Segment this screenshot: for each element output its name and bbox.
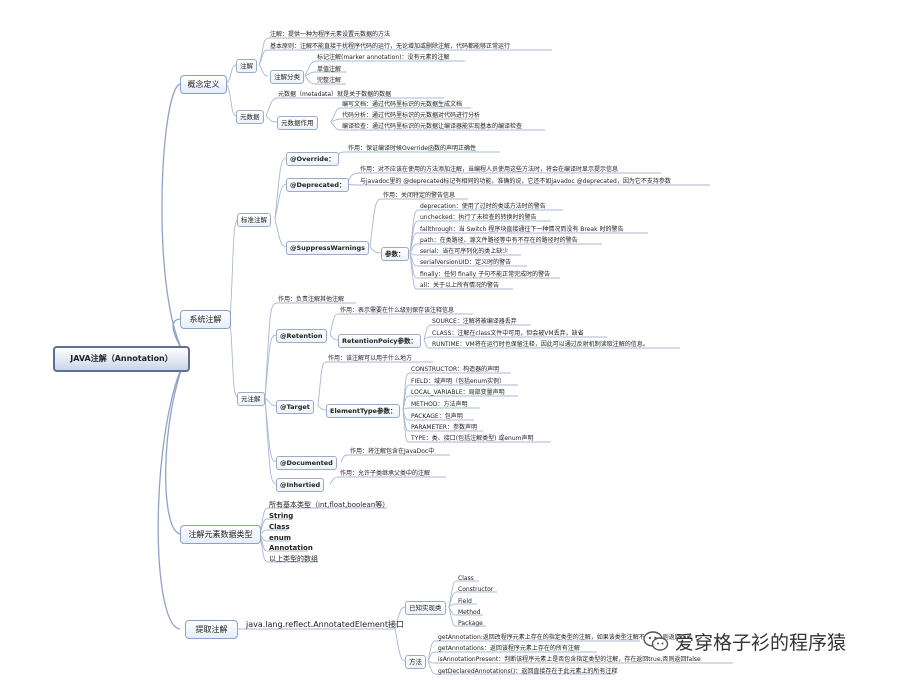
impl-item-4: Method	[458, 609, 481, 616]
annotation-item-1: 注解：提供一种为程序元素设置元数据的方法	[270, 31, 391, 38]
element-type-5: Annotation	[269, 544, 313, 552]
override-desc: 作用：保证编译时候Override函数的声明正确性	[348, 145, 476, 152]
element-type-6: 以上类型的数组	[269, 555, 318, 563]
deprecated-desc-1: 作用：对不应该在使用的方法添加注解，当编程人员使用这些方法时，将会在编译时显示提…	[360, 166, 619, 173]
node-annotation: 注解	[236, 59, 257, 73]
watermark-text: 爱穿格子衫的程序猿	[675, 631, 847, 654]
role-item-2: 代码分析：通过代码里标识的元数据对代码进行分析	[342, 112, 481, 119]
suppress-param-1: deprecation：使用了过时的类或方法时的警告	[420, 203, 546, 210]
node-target: @Target	[276, 400, 314, 414]
impl-item-5: Package	[458, 620, 483, 627]
target-item-7: TYPE：类、接口(包括注解类型) 或enum声明	[411, 435, 534, 442]
retention-item-2: CLASS：注解在class文件中可用，但会被VM丢弃，缺省	[432, 330, 584, 337]
method-item-3: isAnnotationPresent：判断该程序元素上是否包含指定类型的注解，…	[438, 656, 701, 663]
element-type-1: 所有基本类型（int,float,boolean等）	[269, 501, 390, 509]
suppress-param-5: serial：当在可序列化的类上缺少	[420, 248, 509, 255]
node-override: @Override：	[286, 152, 339, 166]
deprecated-desc-2: 与javadoc里的 @deprecated标记有相同的功能，准确的说，它还不如…	[360, 178, 671, 185]
target-item-2: FIELD：域声明（包括enum实例）	[411, 378, 506, 385]
annotation-item-2: 基本原则：注解不能直接干扰程序代码的运行，无论增加或删除注解，代码都能够正常运行	[270, 43, 511, 50]
node-suppress-params: 参数：	[381, 247, 409, 261]
node-retention-policy: RetentionPoicy参数：	[338, 334, 422, 348]
classify-item-1: 标记注解(marker annotation)：没有元素的注解	[317, 54, 450, 61]
role-item-3: 编译检查：通过代码里标识的元数据让编译器能实现基本的编译检查	[342, 123, 523, 130]
element-type-2: String	[269, 512, 294, 520]
impl-item-3: Field	[458, 598, 472, 605]
role-item-1: 编写文档：通过代码里标识的元数据生成文档	[342, 101, 463, 108]
classify-item-3: 完整注解	[317, 77, 342, 84]
impl-item-1: Class	[458, 575, 474, 582]
node-annotation-classify: 注解分类	[270, 70, 304, 84]
node-methods: 方法	[405, 655, 426, 669]
retention-item-1: SOURCE：注解将被编译器丢弃	[432, 318, 517, 325]
retention-item-3: RUNTIME：VM将在运行时也保留注释，因此可以通过反射机制读取注解的信息。	[432, 341, 649, 348]
node-metadata: 元数据	[236, 110, 264, 124]
documented-desc: 作用：将注解包含在JavaDoc中	[350, 448, 435, 455]
suppress-param-3: fallthrough：当 Switch 程序块直接通往下一种情况而没有 Bre…	[420, 226, 624, 233]
suppress-param-6: serialVersionUID：定义时的警告	[420, 259, 512, 266]
target-desc: 作用：该注解可以用于什么地方	[328, 355, 413, 362]
suppress-param-8: all：关于以上所有情况的警告	[420, 282, 500, 289]
node-deprecated: @Deprecated：	[286, 178, 350, 192]
branch-concept: 概念定义	[180, 75, 227, 94]
element-type-3: Class	[269, 523, 290, 531]
wechat-icon	[643, 630, 669, 652]
branch-extract: 提取注解	[185, 620, 238, 639]
method-item-4: getDeclaredAnnotations()：返回直接存在于此元素上的所有注…	[438, 668, 618, 675]
node-retention: @Retention	[276, 329, 327, 343]
suppress-param-2: unchecked：执行了未检查的转换时的警告	[420, 214, 537, 221]
node-suppresswarnings: @SuppressWarnings	[286, 241, 370, 255]
watermark: 爱穿格子衫的程序猿	[643, 624, 846, 658]
target-item-6: PARAMETER：参数声明	[411, 424, 477, 431]
retention-desc: 作用：表示需要在什么级别保存该注释信息	[340, 307, 455, 314]
suppress-desc: 作用：关闭特定的警告信息	[383, 192, 456, 199]
extract-interface: java.lang.reflect.AnnotatedElement接口	[246, 620, 404, 629]
suppress-param-7: finally：任何 finally 子句不能正常完成时的警告	[420, 271, 551, 278]
node-inherited: @Inhertied	[276, 478, 325, 492]
impl-item-2: Constructor	[458, 586, 494, 593]
target-item-3: LOCAL_VARIABLE：局部变量声明	[411, 389, 505, 396]
metadata-desc: 元数据（metadata）就是关于数据的数据	[278, 91, 392, 98]
element-type-4: enum	[269, 534, 292, 542]
branch-element-types: 注解元素数据类型	[180, 525, 261, 544]
inherited-desc: 作用：允许子类继承父类中的注解	[340, 470, 431, 477]
suppress-param-4: path：在类路径、源文件路径等中有不存在的路径时的警告	[420, 237, 578, 244]
meta-desc: 作用：负责注解其他注解	[278, 296, 345, 303]
target-item-5: PACKAGE：包声明	[411, 413, 463, 420]
root-node: JAVA注解（Annotation）	[53, 346, 190, 372]
target-item-1: CONSTRUCTOR：构造器的声明	[411, 366, 500, 373]
node-metadata-role: 元数据作用	[277, 116, 318, 130]
method-item-2: getAnnotations：返回该程序元素上存在的所有注解	[438, 645, 580, 652]
node-standard: 标准注解	[237, 213, 271, 227]
target-item-4: METHOD：方法声明	[411, 401, 468, 408]
method-item-1: getAnnotation:返回改程序元素上存在的指定类型的注解，如果该类型注解…	[438, 634, 692, 641]
classify-item-2: 单值注解	[317, 66, 342, 73]
node-impl: 已知实现类	[405, 601, 446, 615]
node-meta: 元注解	[237, 392, 265, 406]
node-target-elementtype: ElementType参数：	[326, 404, 401, 418]
branch-system: 系统注解	[180, 310, 231, 329]
node-documented: @Documented	[276, 456, 337, 470]
